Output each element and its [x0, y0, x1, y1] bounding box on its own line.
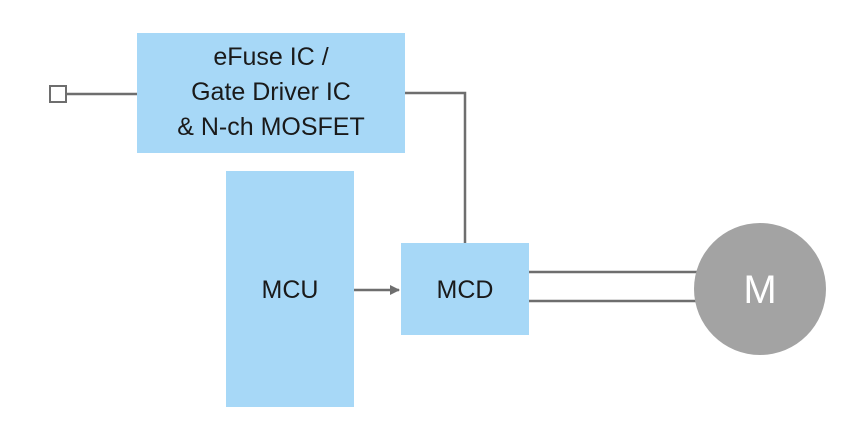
motor: M	[694, 223, 826, 355]
efuse-label-line3: & N-ch MOSFET	[177, 113, 365, 141]
efuse-label-line2: Gate Driver IC	[191, 78, 351, 106]
efuse-label-line1: eFuse IC /	[213, 43, 328, 71]
efuse-to-mcd-wire	[405, 91, 467, 243]
mcu-label: MCU	[262, 276, 319, 304]
mcu-block: MCU	[226, 171, 354, 407]
efuse-gate-driver-block: eFuse IC / Gate Driver IC & N-ch MOSFET	[137, 33, 405, 153]
mcd-label: MCD	[437, 276, 494, 304]
input-terminal	[49, 85, 67, 103]
mcd-block: MCD	[401, 243, 529, 335]
motor-label: M	[743, 268, 776, 312]
